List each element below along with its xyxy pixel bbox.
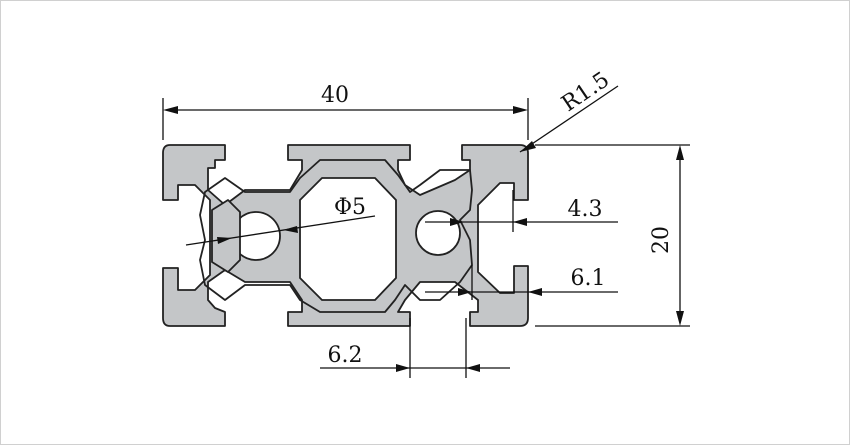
dimension-slot-depth [425, 265, 618, 300]
dim-hole-label: Φ5 [334, 195, 366, 220]
dim-slot-width-label: 6.2 [328, 343, 363, 368]
dimension-radius [519, 85, 619, 153]
dimension-slot-inner [425, 190, 618, 232]
center-bore-right [415, 210, 461, 256]
dimension-slot-width [320, 318, 510, 378]
dim-width-label: 40 [321, 83, 349, 108]
dim-radius-label: R1.5 [557, 67, 614, 117]
dimension-hole-diameter [185, 215, 376, 246]
extrusion-profile [162, 144, 529, 327]
dim-height-label: 20 [649, 226, 674, 254]
dimension-width [162, 98, 529, 140]
dim-slot-inner-label: 4.3 [568, 197, 603, 222]
dimension-height [535, 144, 690, 327]
dim-slot-depth-label: 6.1 [571, 266, 606, 291]
